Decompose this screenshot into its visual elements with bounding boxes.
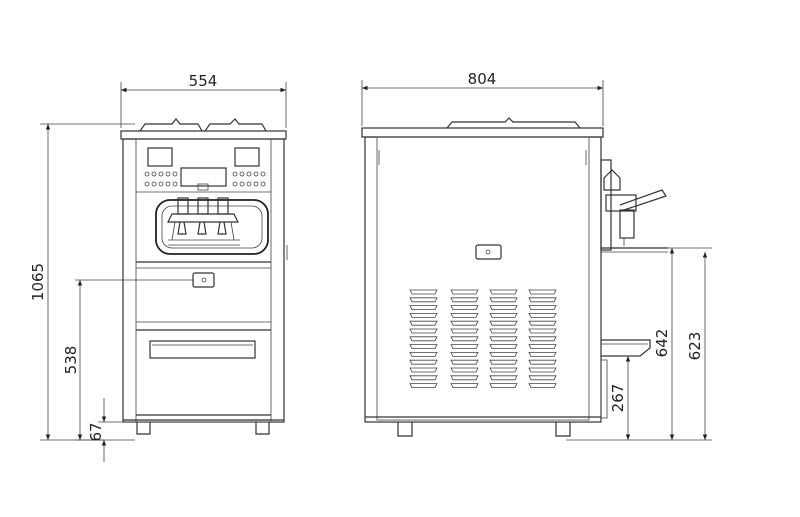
side-drip-tray xyxy=(601,339,651,357)
vent-slot xyxy=(528,320,557,326)
side-dispenser-body xyxy=(605,194,637,212)
vent-slot xyxy=(489,336,518,342)
vent-slot xyxy=(409,336,438,342)
vent-slot xyxy=(489,328,518,334)
button-grid-left xyxy=(144,171,178,187)
side-front-panel xyxy=(600,159,612,251)
vent-slot xyxy=(409,344,438,349)
vent-slot xyxy=(409,305,438,310)
dim-front-control-height: 538 xyxy=(62,346,80,375)
vent-slot xyxy=(450,359,479,365)
front-lid xyxy=(120,130,287,140)
side-nozzle xyxy=(619,209,635,239)
front-hopper-right xyxy=(204,118,267,132)
button-grid-right xyxy=(232,171,266,187)
vent-slot xyxy=(409,359,438,365)
vent-slot xyxy=(489,383,518,388)
vent-slot xyxy=(528,336,557,342)
vent-slot xyxy=(409,352,438,357)
vent-slot xyxy=(450,352,479,357)
vent-slot xyxy=(489,297,518,303)
vent-slot xyxy=(528,289,557,295)
vent-slot xyxy=(450,344,479,349)
vent-slot xyxy=(489,367,518,373)
vent-slot xyxy=(528,305,557,310)
vent-slot xyxy=(489,375,518,381)
vent-slot xyxy=(450,383,479,388)
vent-slot xyxy=(528,367,557,373)
dim-front-width: 554 xyxy=(189,72,218,90)
vent-slot xyxy=(528,313,557,318)
vent-slot xyxy=(489,305,518,310)
side-handle xyxy=(475,244,502,260)
vent-slot xyxy=(450,336,479,342)
vent-slot xyxy=(409,289,438,295)
vent-slot xyxy=(450,328,479,334)
front-foot-right xyxy=(255,422,270,435)
vent-slot xyxy=(450,313,479,318)
front-dimensions: 554 1065 538 67 xyxy=(29,72,287,462)
vent-slot xyxy=(528,297,557,303)
display-right xyxy=(234,147,260,167)
front-hopper-left xyxy=(139,118,203,132)
front-body xyxy=(122,138,285,423)
dim-side-width: 804 xyxy=(468,70,497,88)
side-dimensions: 804 642 623 267 xyxy=(361,70,712,441)
vent-slot xyxy=(409,313,438,318)
dim-side-shelf-height: 623 xyxy=(686,332,704,361)
vent-slot xyxy=(528,383,557,388)
side-vent-louvers xyxy=(409,289,557,388)
side-view xyxy=(361,117,668,437)
display-center xyxy=(180,167,227,187)
vent-slot xyxy=(450,297,479,303)
vent-slot xyxy=(528,344,557,349)
vent-slot xyxy=(450,320,479,326)
side-foot-left xyxy=(397,422,413,437)
front-drip-tray xyxy=(149,340,256,359)
side-body xyxy=(364,136,602,423)
vent-slot xyxy=(489,352,518,357)
vent-slot xyxy=(528,375,557,381)
vent-slot xyxy=(450,375,479,381)
vent-slot xyxy=(528,328,557,334)
front-foot-left xyxy=(136,422,151,435)
vent-slot xyxy=(528,359,557,365)
side-dispense-lever xyxy=(619,189,667,211)
dim-total-height: 1065 xyxy=(29,263,47,301)
vent-slot xyxy=(450,305,479,310)
dispenser-heads xyxy=(167,197,240,246)
front-view xyxy=(120,118,288,435)
side-foot-right xyxy=(555,422,571,437)
display-left xyxy=(147,147,173,167)
front-handle xyxy=(192,272,215,288)
side-lid xyxy=(361,127,604,138)
vent-slot xyxy=(409,383,438,388)
vent-slot xyxy=(489,344,518,349)
vent-slot xyxy=(450,367,479,373)
vent-slot xyxy=(489,289,518,295)
side-hopper xyxy=(446,117,581,129)
dim-side-tray-height: 642 xyxy=(653,329,671,358)
vent-slot xyxy=(409,328,438,334)
dim-front-foot-height: 67 xyxy=(87,422,105,441)
vent-slot xyxy=(409,375,438,381)
dispense-window xyxy=(155,199,269,255)
vent-slot xyxy=(528,352,557,357)
vent-slot xyxy=(409,320,438,326)
front-inner-panel xyxy=(135,138,272,423)
vent-slot xyxy=(489,313,518,318)
vent-slot xyxy=(489,359,518,365)
side-dispenser-top xyxy=(603,169,621,191)
vent-slot xyxy=(409,297,438,303)
vent-slot xyxy=(489,320,518,326)
vent-slot xyxy=(409,367,438,373)
vent-slot xyxy=(450,289,479,295)
dim-side-drip-height: 267 xyxy=(609,384,627,413)
